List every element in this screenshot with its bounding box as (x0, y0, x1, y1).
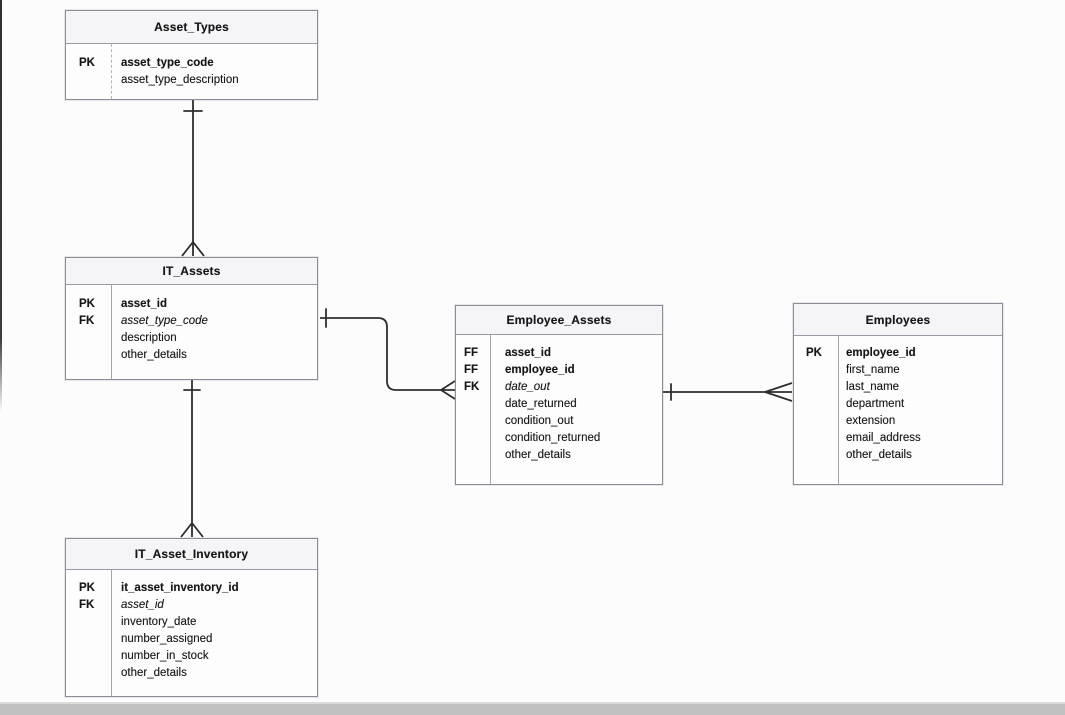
attribute: other_details (121, 667, 187, 679)
key-label: PK (79, 57, 95, 69)
key-column: PK (66, 44, 112, 99)
attribute: asset_type_description (121, 74, 239, 86)
key-label (464, 413, 490, 430)
attribute-column: asset_type_code asset_type_description (112, 44, 239, 99)
attribute: asset_type_code (121, 57, 214, 69)
attribute: extension (846, 415, 896, 427)
attribute: email_address (846, 432, 921, 444)
attribute: number_assigned (121, 633, 213, 645)
attribute-column: asset_id employee_id date_out date_retur… (491, 335, 600, 484)
attribute: it_asset_inventory_id (121, 582, 239, 594)
entity-body: PK employee_id first_name last_name depa… (794, 336, 1002, 484)
attribute: inventory_date (121, 616, 197, 628)
key-label: PK (79, 298, 95, 310)
key-label (79, 347, 111, 364)
attribute: date_out (505, 381, 550, 393)
key-label (806, 396, 838, 413)
key-label: FF (464, 347, 479, 359)
attribute: asset_type_code (121, 315, 208, 327)
bottom-bar (0, 702, 1065, 715)
relationship-asset-types-it-assets (181, 100, 205, 257)
entity-title: Employees (794, 304, 1002, 336)
entity-it-assets: IT_Assets PK FK asset_id asset_type_code… (65, 257, 318, 380)
entity-body: PK FK asset_id asset_type_code descripti… (66, 285, 317, 379)
attribute: asset_id (121, 599, 164, 611)
attribute: department (846, 398, 905, 410)
attribute: description (121, 332, 177, 344)
attribute-column: it_asset_inventory_id asset_id inventory… (112, 570, 239, 696)
relationship-it-assets-employee-assets (320, 308, 456, 400)
attribute: other_details (846, 449, 912, 461)
attribute-column: asset_id asset_type_code description oth… (112, 285, 208, 379)
attribute: number_in_stock (121, 650, 209, 662)
attribute: condition_out (505, 415, 574, 427)
key-label: FF (464, 364, 479, 376)
entity-asset-types: Asset_Types PK asset_type_code asset_typ… (65, 10, 318, 100)
attribute: date_returned (505, 398, 577, 410)
relationship-employee-assets-employees (663, 382, 793, 402)
attribute: asset_id (505, 347, 552, 359)
entity-employees: Employees PK employee_id first_name last… (793, 303, 1003, 485)
key-label (79, 614, 111, 631)
attribute-column: employee_id first_name last_name departm… (839, 336, 921, 484)
entity-title: IT_Asset_Inventory (66, 539, 317, 570)
key-label: FK (464, 381, 480, 393)
entity-body: FF FF FK asset_id employee_id date_out d… (456, 335, 662, 484)
attribute: employee_id (846, 347, 916, 359)
key-label (464, 430, 490, 447)
key-label (79, 648, 111, 665)
crow-foot-many-icon (440, 380, 456, 400)
key-label (806, 447, 838, 464)
key-column: PK FK (66, 570, 112, 696)
attribute: first_name (846, 364, 900, 376)
attribute: condition_returned (505, 432, 601, 444)
entity-title: IT_Assets (66, 258, 317, 285)
entity-body: PK asset_type_code asset_type_descriptio… (66, 44, 317, 99)
crow-foot-many-icon (764, 382, 793, 402)
key-column: FF FF FK (456, 335, 491, 484)
attribute: other_details (505, 449, 571, 461)
crow-foot-many-icon (180, 522, 204, 538)
key-label (806, 362, 838, 379)
entity-title: Employee_Assets (456, 306, 662, 335)
key-label (806, 430, 838, 447)
key-column: PK (794, 336, 839, 484)
key-label: PK (79, 582, 95, 594)
entity-body: PK FK it_asset_inventory_id asset_id inv… (66, 570, 317, 696)
key-label (464, 396, 490, 413)
attribute: asset_id (121, 298, 168, 310)
attribute: other_details (121, 349, 187, 361)
entity-it-asset-inventory: IT_Asset_Inventory PK FK it_asset_invent… (65, 538, 318, 697)
key-column: PK FK (66, 285, 112, 379)
key-label (79, 665, 111, 682)
entity-employee-assets: Employee_Assets FF FF FK asset_id employ… (455, 305, 663, 485)
key-label (806, 413, 838, 430)
key-label: FK (79, 315, 95, 327)
key-label: FK (79, 599, 95, 611)
key-label (79, 330, 111, 347)
key-label (79, 72, 111, 89)
relationship-line (320, 317, 441, 391)
attribute: employee_id (505, 364, 575, 376)
page-edge-line (0, 0, 2, 412)
entity-title: Asset_Types (66, 11, 317, 44)
attribute: last_name (846, 381, 900, 393)
crow-foot-many-icon (181, 241, 205, 257)
key-label (79, 631, 111, 648)
key-label: PK (806, 347, 822, 359)
key-label (464, 447, 490, 464)
key-label (806, 379, 838, 396)
relationship-it-assets-it-asset-inventory (180, 380, 204, 538)
